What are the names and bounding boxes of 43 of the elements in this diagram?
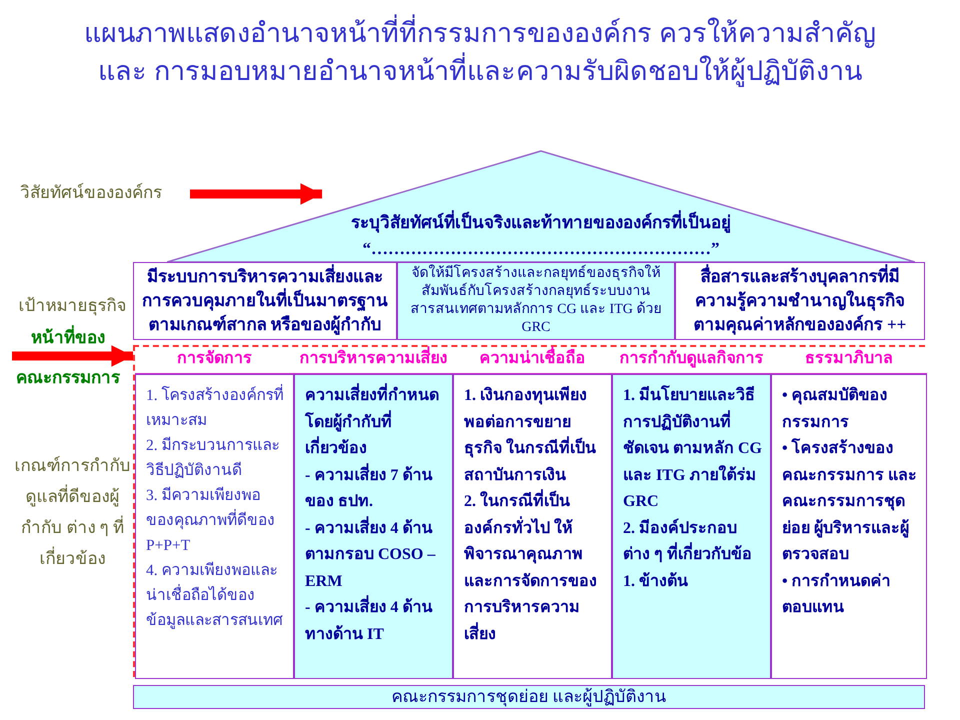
text-item: • การกำหนดค่าตอบแทน xyxy=(782,572,892,618)
text-item: หน้าที่ของ คณะกรรมการ xyxy=(12,318,124,398)
text-item: 2. มีกระบวนการและวิธีปฏิบัติงานดี xyxy=(146,436,280,481)
criteria-cell xyxy=(612,374,771,679)
text-item: 2. ในกรณีที่เป็นองค์กรทั่วไป ให้พิจารณาคุณภาพและการจัดการของการบริหารความเสี่ยง xyxy=(464,489,603,648)
box-text: การบริหารความเสี่ยง xyxy=(294,347,453,371)
arrow xyxy=(12,345,133,367)
vision-statement: ระบุวิสัยทัศน์ที่เป็นจริงและท้าทายขององค์กรที่เป็นอยู่ xyxy=(317,210,765,236)
text-item: 2. มีองค์ประกอบต่าง ๆ ที่เกี่ยวกับข้อ 1. ข้างต้น xyxy=(623,518,753,592)
text-item: - ความเสี่ยง 7 ด้านของ ธปท. xyxy=(305,462,444,516)
title: แผนภาพแสดงอำนาจหน้าที่ที่กรรมการขององค์กร ควรให้ความสำคัญ และ การมอบหมายอำนาจหน้าที่และความรับผิดชอบให้ผู้ปฏิบัติงาน xyxy=(80,14,880,90)
arrow xyxy=(190,183,322,205)
text-item: • โครงสร้างของคณะกรรมการ และคณะกรรมการชุดย่อย ผู้บริหารและผู้ตรวจสอบ xyxy=(782,437,918,565)
text-item: 1. โครงสร้างองค์กรที่เหมาะสม xyxy=(146,383,285,433)
text-item: 4. ความเพียงพอและน่าเชื่อถือได้ของข้อมูลและสารสนเทศ xyxy=(146,560,284,631)
label-text: เกณฑ์การกำกับดูแลที่ดีของผู้กำกับ ต่าง ๆ ที่เกี่ยวข้อง xyxy=(14,455,132,570)
text-item: ความเสี่ยงที่กำหนดโดยผู้กำกับที่เกี่ยวข้อง xyxy=(305,383,444,462)
text-item: - ความเสี่ยง 4 ด้านทางด้าน IT xyxy=(305,595,444,648)
text-item: 1. มีนโยบายและวิธีการปฏิบัติงานที่ชัดเจน ตามหลัก CG และ ITG ภายใต้ร่ม GRC xyxy=(623,384,762,512)
team-box xyxy=(133,685,925,709)
column-header xyxy=(135,347,294,374)
box-text: คณะกรรมการชุดย่อย และผู้ปฏิบัติงาน xyxy=(390,686,668,707)
text-item: - ความเสี่ยง 4 ด้านตามกรอบ COSO – ERM xyxy=(305,516,444,595)
criteria-cell xyxy=(294,374,453,679)
box-text: สื่อสารและสร้างบุคลากรที่มีความรู้ความชำนาญในธุรกิจ ตามคุณค่าหลักขององค์กร ++ xyxy=(682,265,918,337)
box-text: จัดให้มีโครงสร้างและกลยุทธ์ของธุรกิจให้สัมพันธ์กับโครงสร้างกลยุทธ์ระบบงานสารสนเทศตามหลักการ CG และ ITG ด้วย GRC xyxy=(410,265,662,337)
roof-triangle xyxy=(167,150,915,262)
text-item: 3. มีความเพียงพอของคุณภาพที่ดีของ P+P+T xyxy=(146,486,276,556)
box-text: ธรรมาภิบาล xyxy=(804,348,894,369)
box-text: มีระบบการบริหารความเสี่ยงและการควบคุมภายในที่เป็นมาตรฐานตามเกณฑ์สากล หรือของผู้กำกับ xyxy=(140,265,390,337)
text-item: 1. เงินกองทุนเพียงพอต่อการขยายธุรกิจ ในกรณีที่เป็นสถาบันการเงิน xyxy=(464,385,597,486)
goal-box xyxy=(397,262,675,340)
box-text: การจัดการ xyxy=(176,349,253,369)
criteria-cell xyxy=(453,374,612,679)
fill-in-line: “……………………………………………………” xyxy=(362,238,720,260)
duty-frame xyxy=(133,345,925,677)
box-text: การกำกับดูแลกิจการ xyxy=(618,348,764,370)
criteria-cell xyxy=(135,374,294,679)
text-item: วิสัยทัศน์ขององค์กร xyxy=(20,182,163,204)
box-text: ความน่าเชื่อถือ xyxy=(453,347,612,371)
text-item: • คุณสมบัติของกรรมการ xyxy=(782,386,889,432)
criteria-cell xyxy=(771,374,927,679)
label-text: เป้าหมายธุรกิจ xyxy=(18,295,128,318)
